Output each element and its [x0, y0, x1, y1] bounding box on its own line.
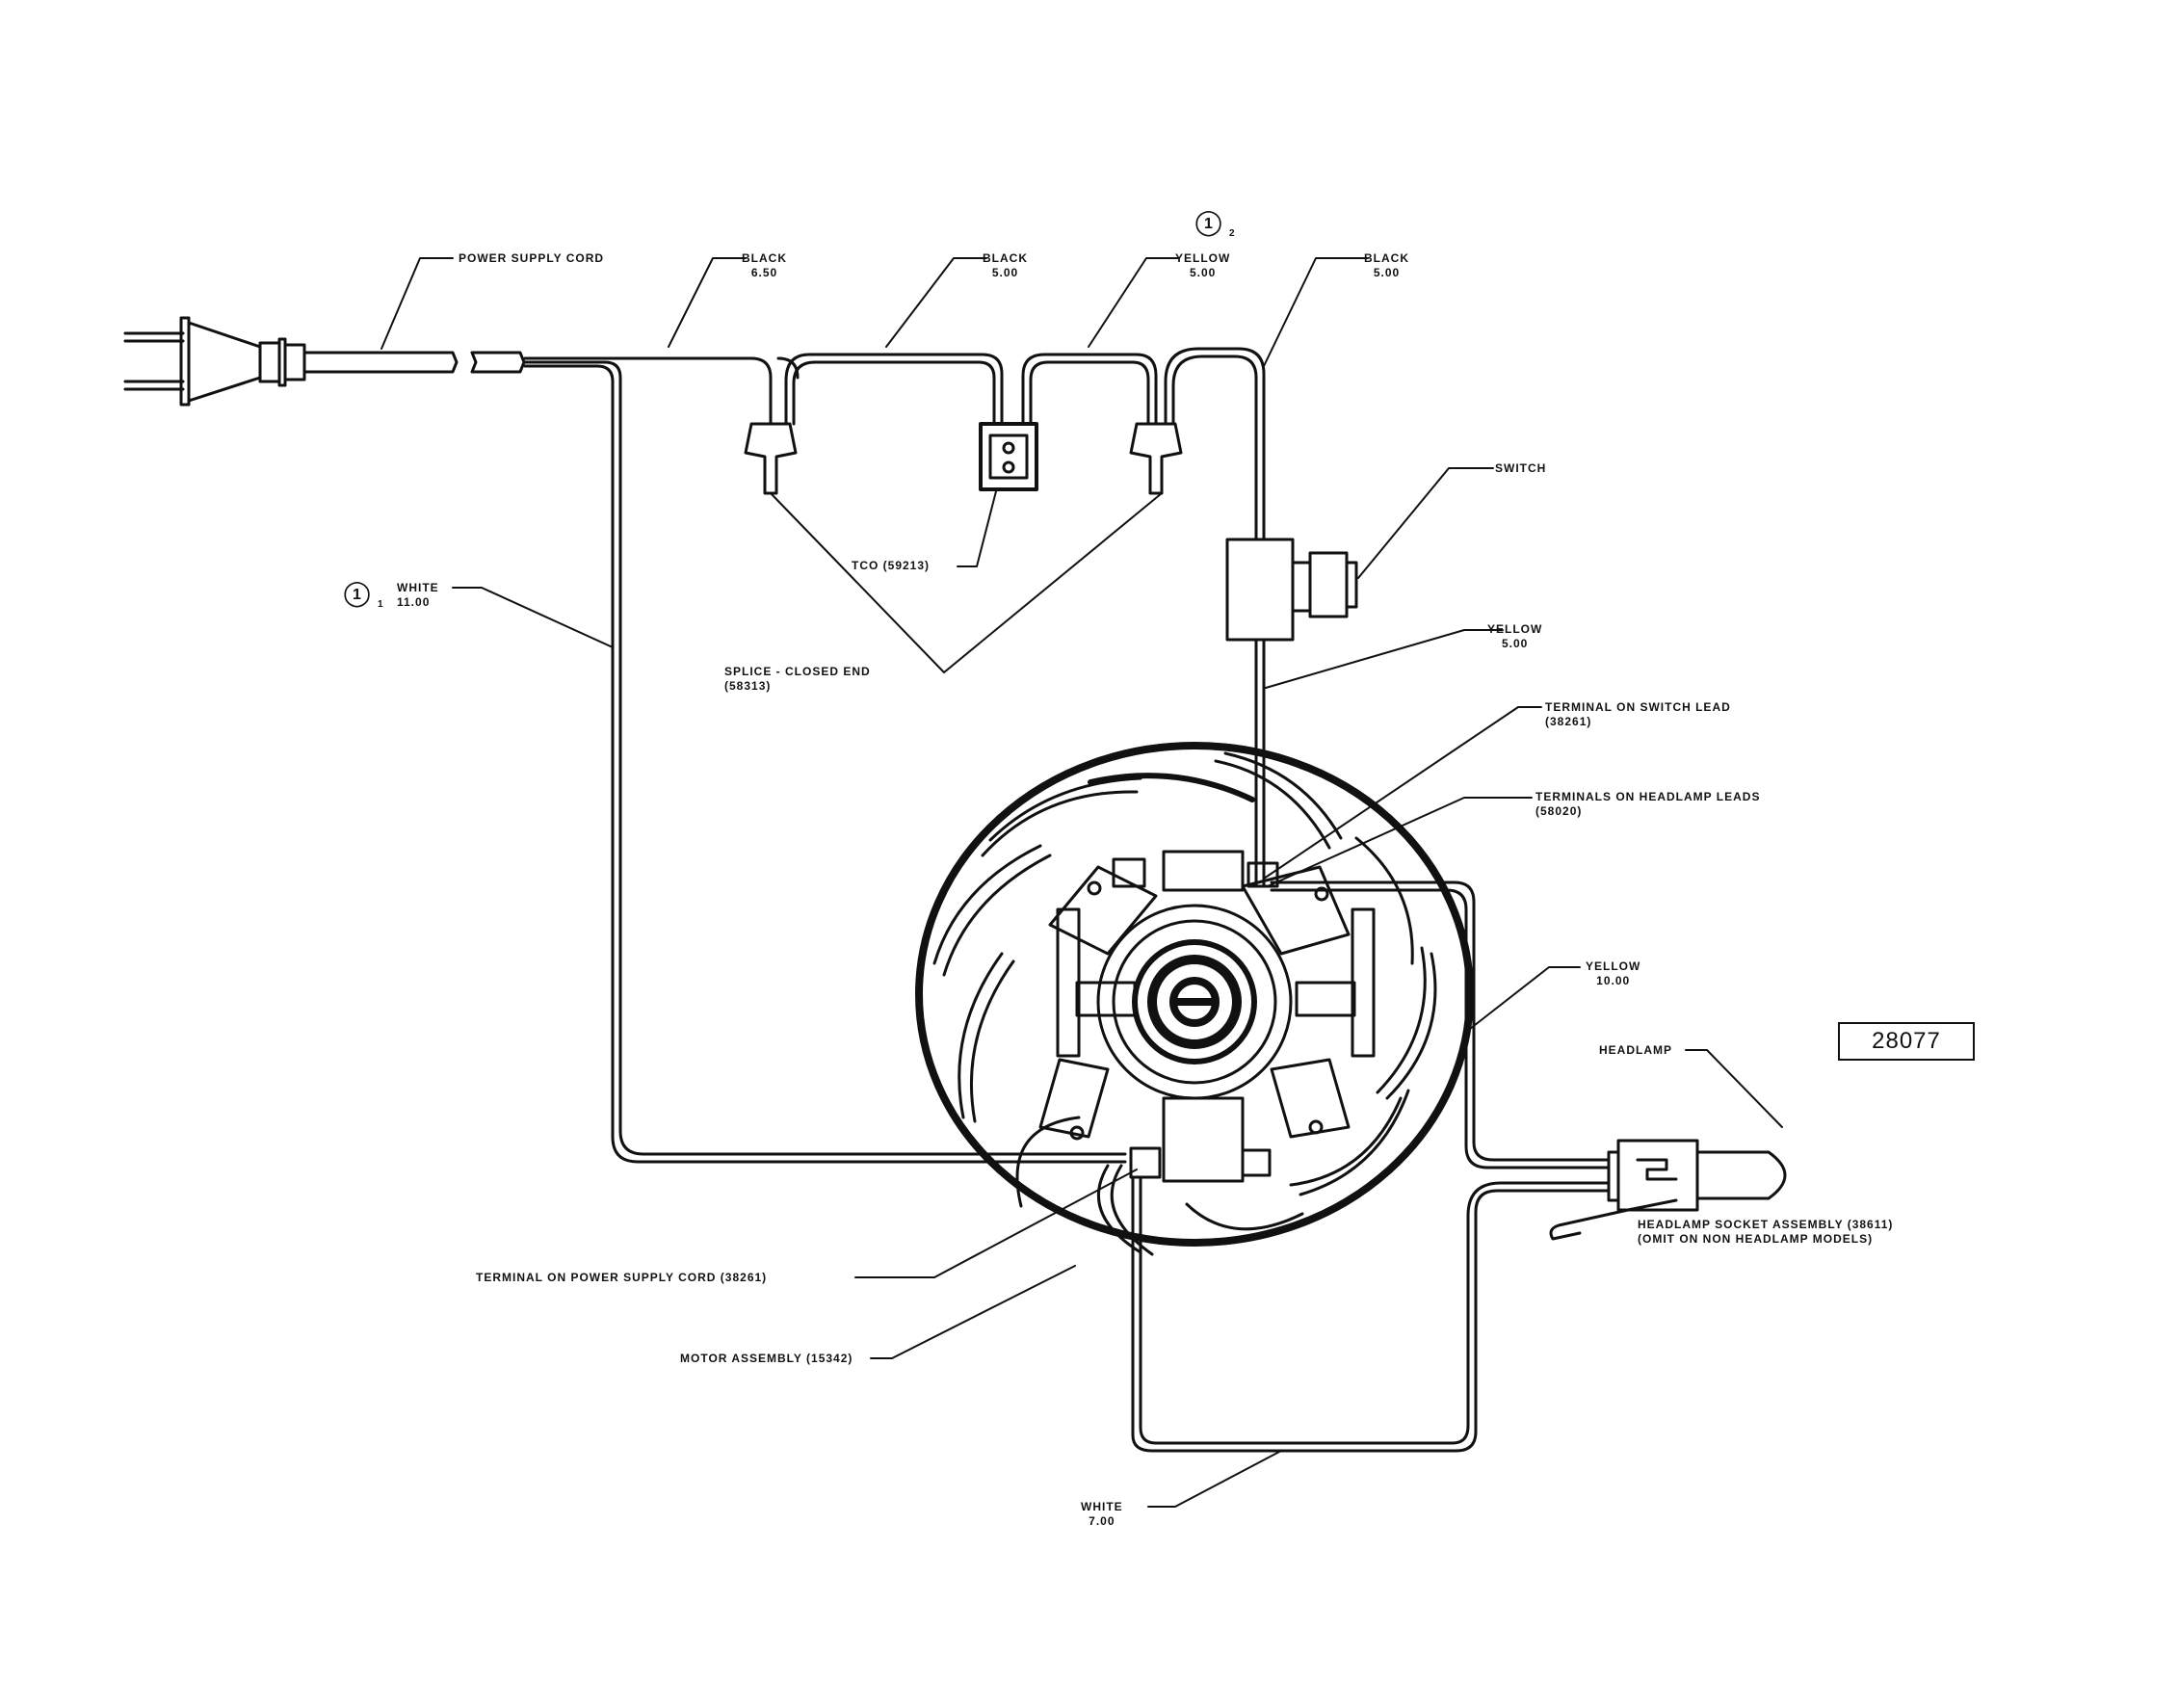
motor-assembly-label: MOTOR ASSEMBLY (15342) — [680, 1352, 853, 1365]
leader-lines — [380, 257, 1783, 1508]
splice-label: SPLICE - CLOSED END (58313) — [724, 665, 871, 693]
tco-icon — [979, 422, 1038, 491]
note-2-marker: ◯ — [1194, 208, 1223, 237]
plug-icon — [123, 316, 526, 407]
splice-left — [744, 356, 800, 495]
note-1-marker: ◯ — [343, 579, 372, 608]
switch-label: SWITCH — [1495, 461, 1547, 475]
yellow-1000-label: YELLOW 10.00 — [1586, 959, 1641, 987]
power-cord-label: POWER SUPPLY CORD — [459, 251, 605, 265]
terminal-switch-lead-label: TERMINAL ON SWITCH LEAD (38261) — [1545, 700, 1731, 728]
headlamp-icon — [1549, 1139, 1787, 1241]
cord-wires — [523, 356, 1127, 1164]
headlamp-socket-label: HEADLAMP SOCKET ASSEMBLY (38611) (OMIT O… — [1638, 1218, 1894, 1246]
white-700-label: WHITE 7.00 — [1081, 1500, 1123, 1528]
white-1100-label: WHITE 11.00 — [397, 581, 439, 609]
black-650-label: BLACK 6.50 — [742, 251, 787, 279]
note-2-sub: 2 — [1229, 228, 1236, 239]
drawing-number-box: 28077 — [1838, 1022, 1975, 1061]
tco-label: TCO (59213) — [852, 559, 931, 572]
yellow-500-label-a: YELLOW 5.00 — [1175, 251, 1231, 279]
terminal-headlamp-leads-label: TERMINALS ON HEADLAMP LEADS (58020) — [1535, 790, 1761, 818]
note-1-sub: 1 — [378, 599, 384, 610]
yellow-500-label-b: YELLOW 5.00 — [1487, 622, 1543, 650]
black-500-label-a: BLACK 5.00 — [983, 251, 1028, 279]
motor-assembly — [915, 742, 1474, 1256]
splice-right — [1129, 422, 1183, 495]
black-500-label-b: BLACK 5.00 — [1364, 251, 1409, 279]
switch-icon — [1225, 538, 1358, 642]
note-1-number: 1 — [353, 587, 362, 603]
terminal-power-cord-label: TERMINAL ON POWER SUPPLY CORD (38261) — [476, 1271, 768, 1284]
headlamp-label: HEADLAMP — [1599, 1043, 1672, 1057]
note-2-number: 1 — [1204, 216, 1214, 232]
